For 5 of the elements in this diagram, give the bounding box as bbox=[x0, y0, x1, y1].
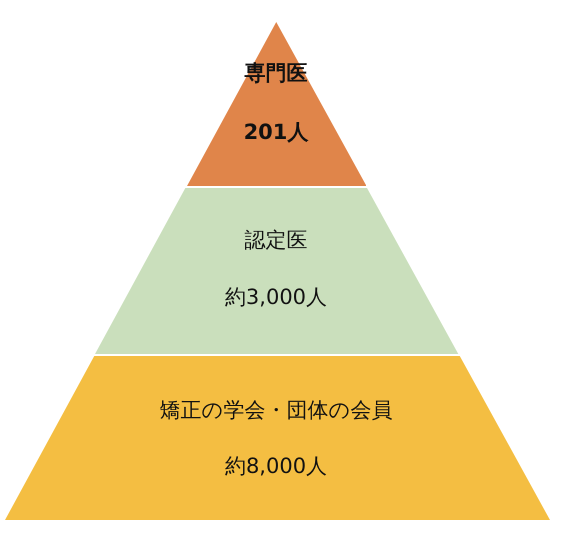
member-count: 約3,000人 bbox=[224, 284, 328, 310]
tier-title: 認定医 bbox=[244, 227, 308, 253]
tier-title: 矯正の学会・団体の会員 bbox=[160, 397, 392, 423]
member-count: 201人 bbox=[244, 119, 308, 145]
member-count: 約8,000人 bbox=[224, 453, 328, 479]
